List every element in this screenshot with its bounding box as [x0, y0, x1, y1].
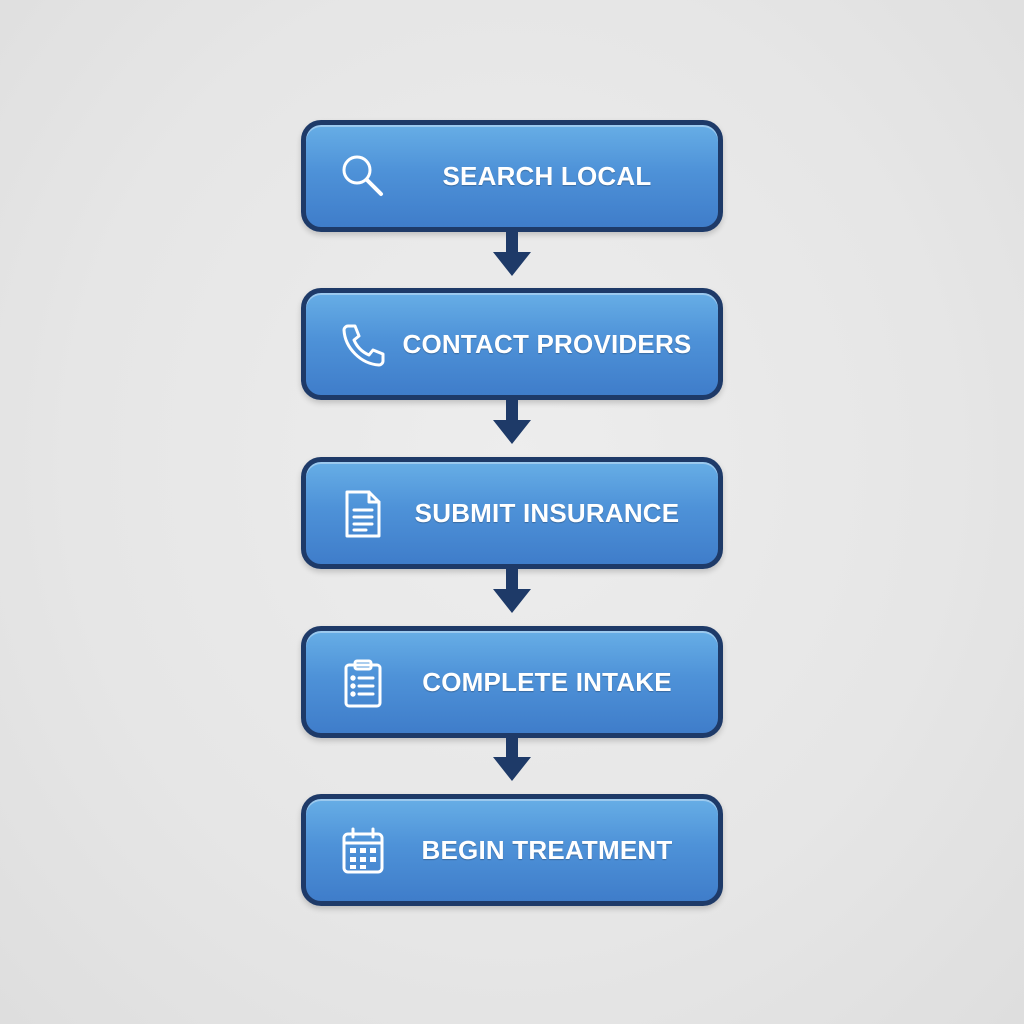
step-label: COMPLETE INTAKE	[422, 666, 672, 697]
step-label: CONTACT PROVIDERS	[402, 328, 692, 359]
step-label: BEGIN TREATMENT	[421, 834, 673, 865]
step-label: SUBMIT INSURANCE	[414, 497, 680, 528]
down-arrow-icon	[491, 232, 533, 278]
step-search-local: SEARCH LOCAL	[301, 120, 723, 232]
step-submit-insurance: SUBMIT INSURANCE	[301, 457, 723, 569]
phone-icon	[336, 318, 390, 372]
step-contact-providers: CONTACT PROVIDERS	[301, 288, 723, 400]
down-arrow-icon	[491, 737, 533, 783]
clipboard-icon	[336, 656, 390, 710]
step-begin-treatment: BEGIN TREATMENT	[301, 794, 723, 906]
step-complete-intake: COMPLETE INTAKE	[301, 626, 723, 738]
magnifier-icon	[336, 150, 390, 204]
step-label: SEARCH LOCAL	[442, 160, 652, 191]
down-arrow-icon	[491, 400, 533, 446]
document-icon	[336, 487, 390, 541]
down-arrow-icon	[491, 569, 533, 615]
calendar-icon	[336, 824, 390, 878]
